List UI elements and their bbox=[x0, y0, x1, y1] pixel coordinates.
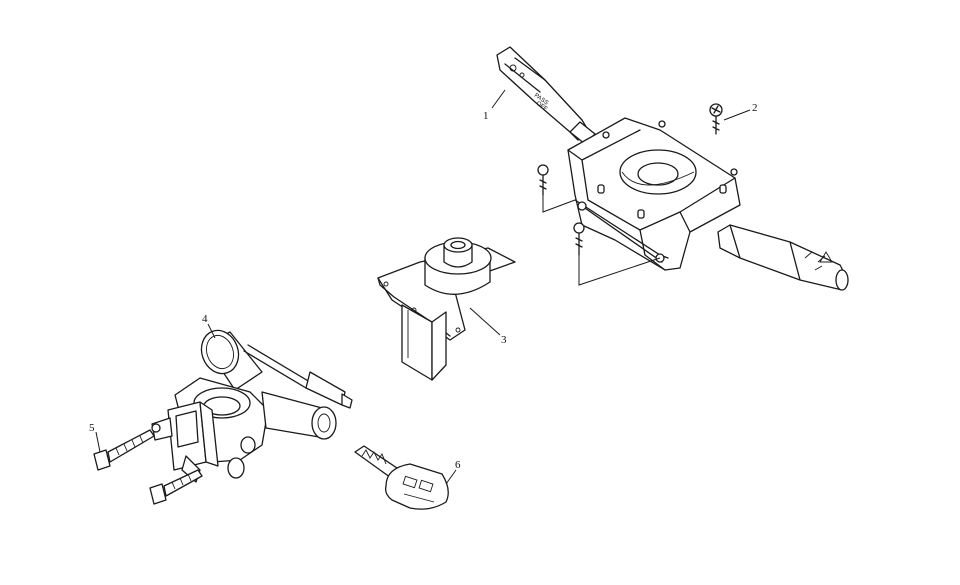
callout-2: 2 bbox=[752, 102, 758, 114]
callout-1: 1 bbox=[483, 110, 489, 122]
combination-switch: PASS OFF bbox=[496, 46, 849, 291]
stalk-off-label: OFF bbox=[535, 101, 549, 113]
leader-4 bbox=[207, 323, 216, 339]
switch-housing bbox=[567, 117, 741, 271]
leader-6 bbox=[445, 469, 457, 485]
switch-screws bbox=[537, 164, 661, 286]
right-stalk bbox=[717, 224, 849, 291]
callout-6: 6 bbox=[455, 459, 461, 471]
steering-lock bbox=[151, 329, 353, 483]
callout-5: 5 bbox=[89, 422, 95, 434]
ignition-key bbox=[354, 445, 449, 510]
callouts: 1 2 3 4 5 6 bbox=[89, 89, 758, 485]
leader-3 bbox=[469, 307, 501, 336]
leader-1 bbox=[491, 89, 506, 109]
callout-3: 3 bbox=[501, 334, 507, 346]
ignition-switch bbox=[377, 237, 516, 381]
callout-4: 4 bbox=[202, 313, 208, 325]
shear-bolts bbox=[93, 429, 203, 505]
left-stalk: PASS OFF bbox=[496, 46, 596, 145]
screw-2 bbox=[709, 103, 723, 135]
leader-2 bbox=[723, 109, 751, 121]
leader-5 bbox=[95, 431, 101, 453]
